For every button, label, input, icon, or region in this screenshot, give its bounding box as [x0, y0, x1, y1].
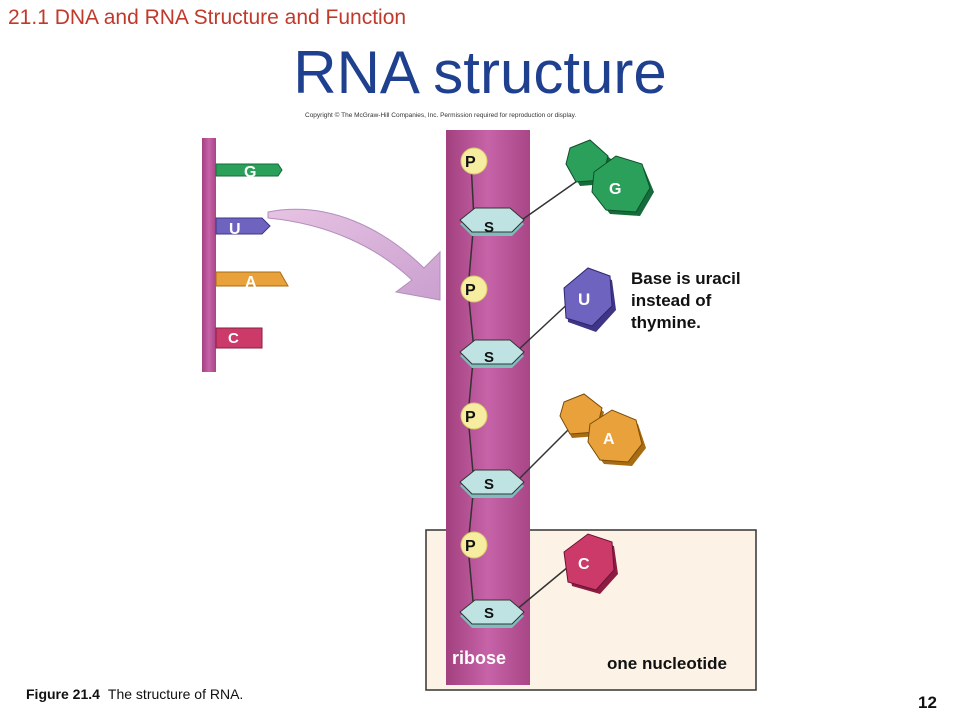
- base-adenine-label: A: [603, 431, 615, 448]
- mini-base-a-label: A: [245, 274, 257, 291]
- page-title: RNA structure: [293, 39, 667, 106]
- page-number: 12: [918, 693, 937, 712]
- phosphate-2-label: P: [465, 282, 476, 299]
- section-title: 21.1 DNA and RNA Structure and Function: [8, 6, 407, 29]
- copyright-notice: Copyright © The McGraw-Hill Companies, I…: [305, 112, 577, 119]
- phosphate-1-label: P: [465, 154, 476, 171]
- uracil-note: Base is uracil instead of thymine.: [631, 269, 741, 332]
- figure-caption: Figure 21.4 The structure of RNA.: [26, 686, 243, 702]
- mini-base-u: [215, 217, 271, 235]
- phosphate-3: P: [460, 402, 488, 430]
- sugar-4-label: S: [484, 605, 494, 622]
- phosphate-3-label: P: [465, 409, 476, 426]
- base-uracil: U: [563, 267, 616, 332]
- nucleotide-label: one nucleotide: [607, 654, 727, 673]
- mini-base-c: [215, 327, 263, 349]
- zoom-arrow: [267, 208, 441, 301]
- sugar-4: S: [459, 599, 525, 628]
- sugar-1-label: S: [484, 219, 494, 236]
- phosphate-1: P: [460, 147, 488, 175]
- sugar-2: S: [459, 339, 525, 368]
- mini-base-u-label: U: [229, 221, 241, 238]
- base-guanine: G: [565, 139, 654, 216]
- base-adenine: A: [559, 393, 646, 466]
- mini-base-g-label: G: [244, 164, 256, 181]
- phosphate-2: P: [460, 275, 488, 303]
- sugar-3: S: [459, 469, 525, 498]
- base-guanine-label: G: [609, 181, 621, 198]
- mini-base-c-label: C: [228, 330, 239, 347]
- ribose-label: ribose: [452, 648, 507, 668]
- figure-number: Figure 21.4: [26, 686, 100, 702]
- phosphate-4-label: P: [465, 538, 476, 555]
- mini-base-g: [215, 163, 283, 177]
- base-cytosine: C: [563, 533, 618, 594]
- mini-base-a: [215, 271, 289, 287]
- phosphate-4: P: [460, 531, 488, 559]
- figure-caption-text: The structure of RNA.: [107, 686, 244, 702]
- base-cytosine-label: C: [578, 556, 590, 573]
- base-uracil-label: U: [578, 290, 590, 309]
- sugar-2-label: S: [484, 349, 494, 366]
- mini-rna-strand: G U A C: [202, 138, 289, 372]
- sugar-1: S: [459, 207, 525, 236]
- sugar-3-label: S: [484, 476, 494, 493]
